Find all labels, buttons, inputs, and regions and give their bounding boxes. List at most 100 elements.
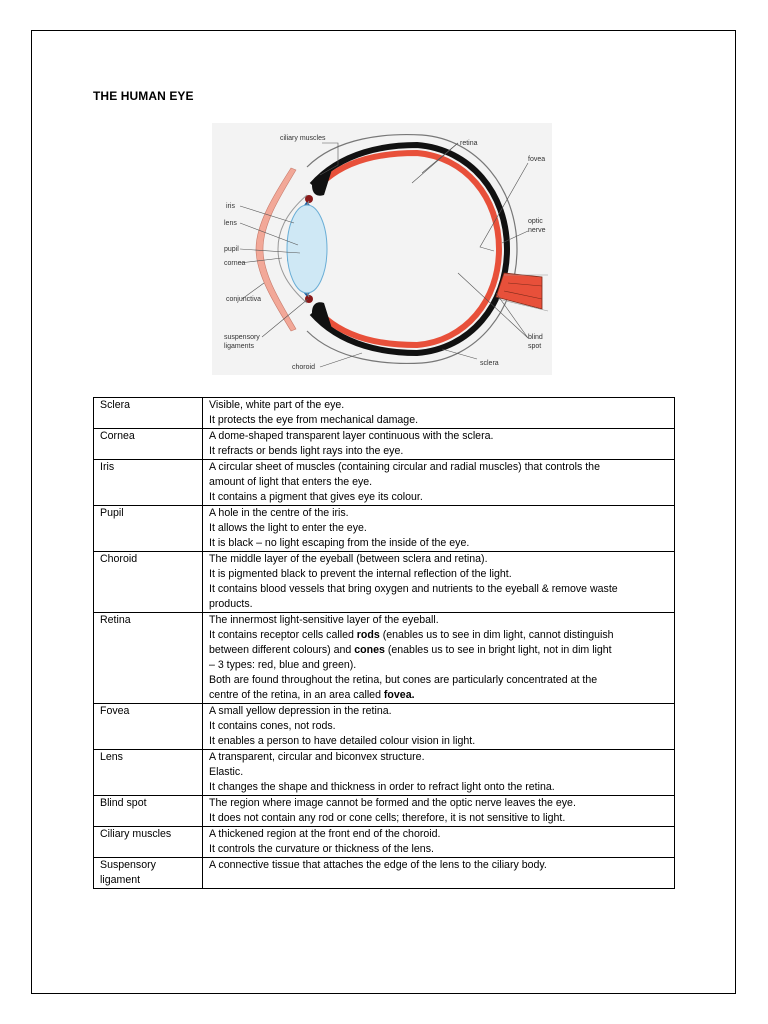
label-pupil: pupil: [224, 246, 239, 253]
term-label: Ciliary muscles: [100, 827, 198, 842]
description-cell: A small yellow depression in the retina.…: [203, 704, 675, 750]
text-segment: It contains cones, not rods.: [209, 720, 336, 732]
text-segment: A dome-shaped transparent layer continuo…: [209, 430, 493, 442]
text-segment: (enables us to see in bright light, not …: [385, 644, 612, 656]
text-segment: Both are found throughout the retina, bu…: [209, 674, 597, 686]
description-line: It contains a pigment that gives eye its…: [209, 490, 670, 505]
choroid-layer: [312, 145, 507, 353]
description-line: It controls the curvature or thickness o…: [209, 842, 670, 857]
text-segment: Elastic.: [209, 766, 243, 778]
table-row: Cornea A dome-shaped transparent layer co…: [94, 429, 675, 460]
description-line: amount of light that enters the eye.: [209, 475, 670, 490]
label-blind: blind: [528, 334, 543, 341]
text-segment: The innermost light-sensitive layer of t…: [209, 614, 439, 626]
description-line: products.: [209, 597, 670, 612]
text-segment: centre of the retina, in an area called: [209, 689, 384, 701]
description-line: A dome-shaped transparent layer continuo…: [209, 429, 670, 444]
term-cell: Iris: [94, 460, 203, 506]
text-segment: It contains blood vessels that bring oxy…: [209, 583, 618, 595]
description-line: It refracts or bends light rays into the…: [209, 444, 670, 459]
term-cell: Blind spot: [94, 796, 203, 827]
text-segment: It contains receptor cells called: [209, 629, 357, 641]
description-line: It contains blood vessels that bring oxy…: [209, 582, 670, 597]
description-line: A small yellow depression in the retina.: [209, 704, 670, 719]
term-cell: Sclera: [94, 398, 203, 429]
term-cell: Fovea: [94, 704, 203, 750]
label-ligaments: ligaments: [224, 343, 254, 350]
term-cell: Retina: [94, 613, 203, 704]
label-optic: optic: [528, 218, 543, 225]
description-line: The region where image cannot be formed …: [209, 796, 670, 811]
text-segment: It is black – no light escaping from the…: [209, 537, 469, 549]
term-label: Choroid: [100, 552, 198, 567]
description-line: Both are found throughout the retina, bu…: [209, 673, 670, 688]
term-label: Sclera: [100, 398, 198, 413]
description-line: A thickened region at the front end of t…: [209, 827, 670, 842]
description-line: The innermost light-sensitive layer of t…: [209, 613, 670, 628]
text-segment: between different colours) and: [209, 644, 354, 656]
label-conjunctiva: conjunctiva: [226, 296, 261, 303]
description-line: centre of the retina, in an area called …: [209, 688, 670, 703]
table-row: Blind spot The region where image cannot …: [94, 796, 675, 827]
description-line: Visible, white part of the eye.: [209, 398, 670, 413]
eye-diagram-svg: ciliary muscles retina fovea iris lens p…: [212, 123, 552, 375]
description-line: It is pigmented black to prevent the int…: [209, 567, 670, 582]
text-segment: products.: [209, 598, 253, 610]
text-segment: It allows the light to enter the eye.: [209, 522, 367, 534]
description-line: A hole in the centre of the iris.: [209, 506, 670, 521]
description-cell: Visible, white part of the eye. It protec…: [203, 398, 675, 429]
description-line: It does not contain any rod or cone cell…: [209, 811, 670, 826]
page-title: THE HUMAN EYE: [93, 89, 194, 103]
description-cell: The region where image cannot be formed …: [203, 796, 675, 827]
text-segment: It protects the eye from mechanical dama…: [209, 414, 418, 426]
text-segment: A thickened region at the front end of t…: [209, 828, 440, 840]
table-row: Retina The innermost light-sensitive laye…: [94, 613, 675, 704]
text-segment: It enables a person to have detailed col…: [209, 735, 475, 747]
description-line: – 3 types: red, blue and green).: [209, 658, 670, 673]
label-spot: spot: [528, 343, 541, 350]
label-sclera: sclera: [480, 360, 499, 367]
text-segment: A circular sheet of muscles (containing …: [209, 461, 600, 473]
description-line: It enables a person to have detailed col…: [209, 734, 670, 749]
description-cell: A dome-shaped transparent layer continuo…: [203, 429, 675, 460]
bold-term: cones: [354, 644, 385, 656]
label-ciliary-muscles: ciliary muscles: [280, 135, 326, 142]
term-label: Cornea: [100, 429, 198, 444]
retina-layer: [316, 153, 499, 345]
description-line: A transparent, circular and biconvex str…: [209, 750, 670, 765]
text-segment: amount of light that enters the eye.: [209, 476, 372, 488]
text-segment: It controls the curvature or thickness o…: [209, 843, 434, 855]
term-label: Suspensory: [100, 858, 198, 873]
description-cell: A hole in the centre of the iris.It allo…: [203, 506, 675, 552]
text-segment: It contains a pigment that gives eye its…: [209, 491, 423, 503]
text-segment: (enables us to see in dim light, cannot …: [380, 629, 614, 641]
term-label: Retina: [100, 613, 198, 628]
text-segment: A transparent, circular and biconvex str…: [209, 751, 425, 763]
lens-shape: [287, 205, 327, 293]
description-line: A circular sheet of muscles (containing …: [209, 460, 670, 475]
description-line: It is black – no light escaping from the…: [209, 536, 670, 551]
term-cell: Choroid: [94, 552, 203, 613]
table-row: Ciliary muscles A thickened region at the…: [94, 827, 675, 858]
description-cell: A connective tissue that attaches the ed…: [203, 858, 675, 889]
text-segment: – 3 types: red, blue and green).: [209, 659, 356, 671]
label-lens: lens: [224, 220, 237, 227]
description-cell: A transparent, circular and biconvex str…: [203, 750, 675, 796]
description-line: Elastic.: [209, 765, 670, 780]
text-segment: A small yellow depression in the retina.: [209, 705, 392, 717]
text-segment: The region where image cannot be formed …: [209, 797, 576, 809]
term-cell: Pupil: [94, 506, 203, 552]
bold-term: fovea.: [384, 689, 415, 701]
description-line: It protects the eye from mechanical dama…: [209, 413, 670, 428]
text-segment: Visible, white part of the eye.: [209, 399, 344, 411]
description-line: It changes the shape and thickness in or…: [209, 780, 670, 795]
description-line: A connective tissue that attaches the ed…: [209, 858, 670, 873]
text-segment: It changes the shape and thickness in or…: [209, 781, 555, 793]
label-iris: iris: [226, 203, 235, 210]
description-cell: The innermost light-sensitive layer of t…: [203, 613, 675, 704]
label-choroid: choroid: [292, 364, 315, 371]
